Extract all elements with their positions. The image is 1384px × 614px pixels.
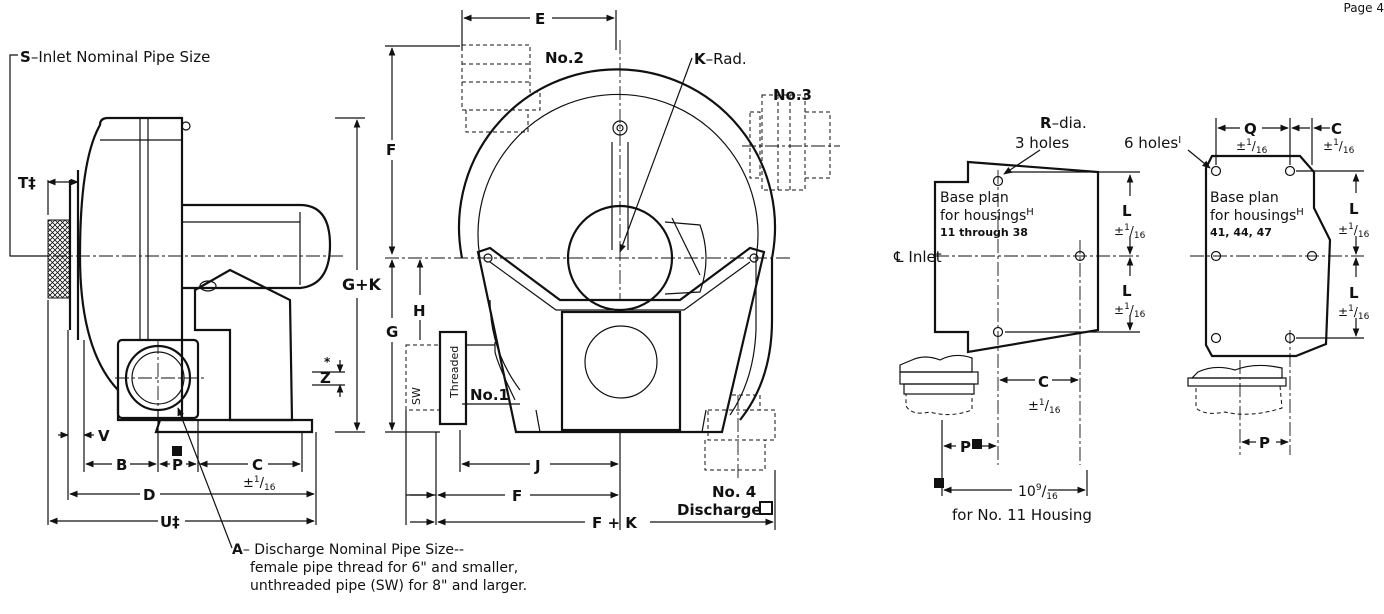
a-line3: unthreaded pipe (SW) for 8" and larger.: [250, 578, 527, 594]
motor-body: [182, 203, 332, 290]
bp1-pedestal: [899, 354, 979, 416]
svg-text:6 holesI: 6 holesI: [1124, 134, 1181, 152]
bp2-line1: Base plan: [1210, 190, 1279, 206]
bp1-line1: Base plan: [940, 190, 1009, 206]
svg-text:±1/16: ±1/16: [1338, 222, 1370, 240]
outlet-no4: [704, 394, 776, 471]
housing-body: [78, 116, 184, 422]
s-leader: [9, 54, 48, 257]
a-line1: – Discharge Nominal Pipe Size--: [243, 542, 464, 558]
bp2-l-top: L: [1349, 200, 1359, 218]
no4-label: No. 4: [712, 483, 756, 501]
bp2-l-bottom: L: [1349, 284, 1359, 302]
side-view: S–Inlet Nominal Pipe Size T‡: [9, 48, 527, 594]
svg-text:±1/16: ±1/16: [1323, 138, 1355, 156]
svg-text:±1/16: ±1/16: [1114, 302, 1146, 320]
bp2-p-label: P: [1259, 434, 1270, 452]
f-plus-k-label: F + K: [592, 514, 638, 532]
p-label: P: [172, 456, 183, 474]
discharge-label: Discharge: [677, 501, 762, 519]
svg-text:±1/16: ±1/16: [1338, 304, 1370, 322]
page-label: Page 4: [1344, 1, 1384, 15]
no1-label: No.1: [470, 386, 509, 404]
h-label: H: [413, 302, 426, 320]
svg-text:±1/16: ±1/16: [243, 475, 276, 493]
a-symbol: A: [232, 542, 243, 558]
t-label: T‡: [18, 174, 36, 192]
base-rail: [154, 418, 314, 434]
svg-text:±1/16: ±1/16: [1114, 223, 1146, 241]
g-label: G: [386, 323, 398, 341]
s-symbol: S: [20, 48, 31, 66]
svg-text:R–dia.: R–dia.: [1040, 114, 1087, 132]
z-star: *: [324, 355, 331, 369]
f-top-label: F: [386, 141, 396, 159]
q-label: Q: [1244, 120, 1257, 138]
outlet-no1: [405, 330, 516, 426]
k-rad-text: –Rad.: [706, 50, 747, 68]
bp1-c-label: C: [1038, 373, 1049, 391]
no2-label: No.2: [545, 49, 584, 67]
outlet-no3: [749, 94, 831, 191]
front-view: E No.2 F K–Rad.: [385, 10, 840, 532]
bp1-l-top: L: [1122, 202, 1132, 220]
support-stand: [476, 246, 766, 434]
outlet-no2: [461, 44, 541, 133]
k-symbol: K: [694, 50, 707, 68]
inlet-label: ℄ Inlet: [893, 248, 942, 266]
v-label: V: [98, 427, 110, 445]
e-label: E: [535, 10, 545, 28]
svg-text:K–Rad.: K–Rad.: [694, 50, 747, 68]
c-label: C: [252, 456, 263, 474]
scroll-housing: [457, 68, 777, 421]
threaded-label: Threaded: [448, 346, 461, 399]
for-no11-label: for No. 11 Housing: [952, 506, 1092, 524]
g-plus-k-label: G+K: [342, 275, 382, 294]
s-text: –Inlet Nominal Pipe Size: [31, 48, 210, 66]
inlet-pipe: [47, 219, 71, 299]
bp2-c-label: C: [1331, 120, 1342, 138]
inlet-flange: [68, 170, 80, 340]
svg-text:±1/16: ±1/16: [1028, 398, 1061, 416]
a-line2: female pipe thread for 6" and smaller,: [250, 560, 518, 576]
bp1-p-label: P: [960, 438, 971, 456]
bp1-l-bottom: L: [1122, 282, 1132, 300]
discharge-square: [759, 501, 773, 515]
sw-label: SW: [410, 387, 423, 405]
f-bottom-label: F: [512, 487, 522, 505]
svg-text:for housingsH: for housingsH: [1210, 207, 1304, 224]
svg-text:109/16: 109/16: [1018, 483, 1058, 502]
z-label: Z: [320, 369, 331, 387]
svg-text:A– Discharge Nominal Pipe Size: A– Discharge Nominal Pipe Size--: [232, 542, 464, 558]
r-symbol: R: [1040, 114, 1052, 132]
holes3-label: 3 holes: [1015, 134, 1069, 152]
r-text: –dia.: [1052, 114, 1087, 132]
bp1-line2: for housings: [940, 208, 1026, 224]
base-plan-1: R–dia. 3 holes Base plan for housingsH 1…: [893, 114, 1146, 524]
u-label: U‡: [160, 513, 180, 531]
svg-text:±1/16: ±1/16: [1236, 138, 1268, 156]
svg-text:S–Inlet Nominal Pipe Size: S–Inlet Nominal Pipe Size: [20, 48, 210, 66]
no3-label: No.3: [773, 86, 812, 104]
base-plan-2: 6 holesI Q ±1/16 C ±1/16 Base plan for h…: [1124, 118, 1370, 455]
j-label: J: [534, 457, 541, 475]
pedestal: [560, 310, 682, 432]
p-square: [172, 446, 182, 456]
svg-text:for housingsH: for housingsH: [940, 207, 1034, 224]
bp2-range: 41, 44, 47: [1210, 226, 1272, 239]
holes6-label: 6 holes: [1124, 134, 1178, 152]
bp2-line2: for housings: [1210, 208, 1296, 224]
base-plan-2-outline: [1204, 154, 1332, 358]
d-label: D: [143, 486, 155, 504]
base-plan-1-outline: [933, 160, 1100, 354]
b-label: B: [116, 456, 127, 474]
bp2-pedestal: [1187, 364, 1287, 415]
bp1-range: 11 through 38: [940, 226, 1028, 239]
